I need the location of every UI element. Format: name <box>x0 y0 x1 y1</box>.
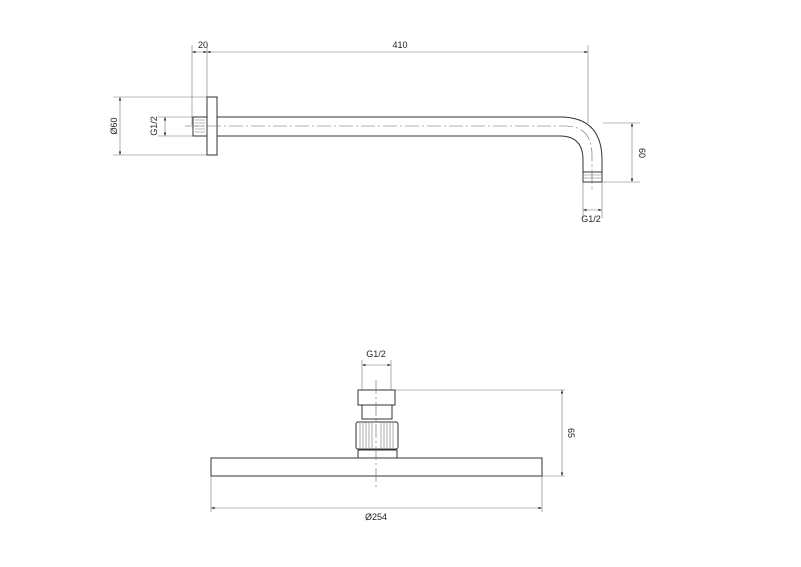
inlet-nut <box>357 389 396 406</box>
dim-height: 65 <box>566 428 576 438</box>
dim-inlet-thread: G1/2 <box>366 349 386 359</box>
wall-thread <box>192 116 208 137</box>
neck <box>361 404 393 420</box>
outlet-thread <box>582 171 603 183</box>
dim-flange-diameter: Ø60 <box>109 117 119 134</box>
dim-drop: 60 <box>637 148 647 158</box>
dim-arm-length: 410 <box>392 40 407 50</box>
dim-head-diameter: Ø254 <box>365 512 387 522</box>
dim-outlet-thread: G1/2 <box>581 214 601 224</box>
dim-flange-depth: 20 <box>198 40 208 50</box>
shower-head-drawing: G1/2 65 Ø254 <box>210 349 576 522</box>
head-base <box>357 449 398 459</box>
ball-joint <box>355 421 399 450</box>
dim-wall-thread: G1/2 <box>149 116 159 136</box>
shower-head-plate <box>210 457 543 477</box>
shower-arm-drawing: 20 410 Ø60 G1/2 60 G1/2 <box>109 40 647 224</box>
shower-arm-pipe <box>217 116 603 180</box>
